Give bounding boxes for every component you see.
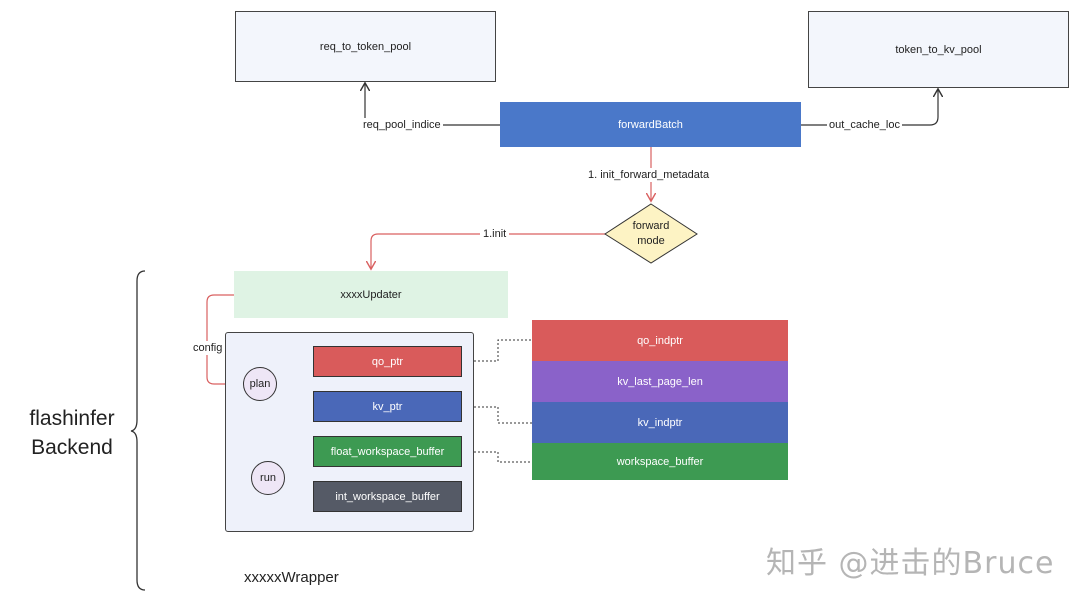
edge-out-cache bbox=[801, 90, 938, 126]
edge-label-config: config bbox=[192, 341, 224, 355]
kv-ptr-node: kv_ptr bbox=[313, 391, 462, 422]
kv-indptr-node: kv_indptr bbox=[532, 402, 788, 443]
workspace-buffer-node: workspace_buffer bbox=[532, 443, 788, 480]
kv-ptr-label: kv_ptr bbox=[372, 400, 403, 413]
updater-label: xxxxUpdater bbox=[340, 288, 402, 301]
edge-label-out-cache-loc: out_cache_loc bbox=[827, 118, 902, 132]
req-to-token-pool-label: req_to_token_pool bbox=[319, 40, 412, 53]
qo-ptr-node: qo_ptr bbox=[313, 346, 462, 377]
forward-mode-text: forward mode bbox=[632, 220, 670, 247]
forward-batch-label: forwardBatch bbox=[618, 118, 683, 131]
backend-label-line1: flashinfer bbox=[29, 407, 115, 430]
link-qo bbox=[462, 339, 532, 362]
token-to-kv-pool-label: token_to_kv_pool bbox=[895, 43, 982, 56]
edge-label-req-pool-indice: req_pool_indice bbox=[361, 118, 443, 132]
run-node: run bbox=[251, 461, 285, 495]
kv-indptr-label: kv_indptr bbox=[637, 416, 683, 429]
kv-last-page-len-node: kv_last_page_len bbox=[532, 361, 788, 402]
int-workspace-buffer-label: int_workspace_buffer bbox=[335, 490, 440, 503]
link-workspace bbox=[462, 451, 532, 463]
edge-config bbox=[206, 294, 240, 384]
plan-label: plan bbox=[249, 378, 271, 390]
forward-mode-label: forward mode bbox=[611, 219, 691, 249]
link-kv bbox=[462, 406, 532, 424]
backend-label-line2: Backend bbox=[31, 436, 113, 459]
backend-brace bbox=[130, 270, 146, 591]
edge-label-init-forward-metadata: 1. init_forward_metadata bbox=[586, 168, 712, 182]
edge-label-init: 1.init bbox=[480, 227, 510, 241]
backend-label: flashinfer Backend bbox=[14, 404, 130, 462]
forward-mode-diamond bbox=[604, 203, 698, 264]
req-to-token-pool-node: req_to_token_pool bbox=[235, 11, 496, 82]
float-workspace-buffer-node: float_workspace_buffer bbox=[313, 436, 462, 467]
edge-init bbox=[371, 233, 605, 268]
int-workspace-buffer-node: int_workspace_buffer bbox=[313, 481, 462, 512]
qo-indptr-node: qo_indptr bbox=[532, 320, 788, 361]
forward-batch-node: forwardBatch bbox=[500, 102, 801, 147]
token-to-kv-pool-node: token_to_kv_pool bbox=[808, 11, 1069, 88]
float-workspace-buffer-label: float_workspace_buffer bbox=[330, 445, 445, 458]
plan-node: plan bbox=[243, 367, 277, 401]
updater-node: xxxxUpdater bbox=[234, 271, 508, 318]
qo-ptr-label: qo_ptr bbox=[371, 355, 404, 368]
run-label: run bbox=[260, 472, 276, 484]
kv-last-page-len-label: kv_last_page_len bbox=[617, 375, 703, 388]
wrapper-label: xxxxxWrapper bbox=[244, 569, 339, 586]
qo-indptr-label: qo_indptr bbox=[637, 334, 683, 347]
watermark: 知乎 @进击的Bruce bbox=[766, 546, 1055, 581]
workspace-buffer-label: workspace_buffer bbox=[616, 455, 704, 468]
